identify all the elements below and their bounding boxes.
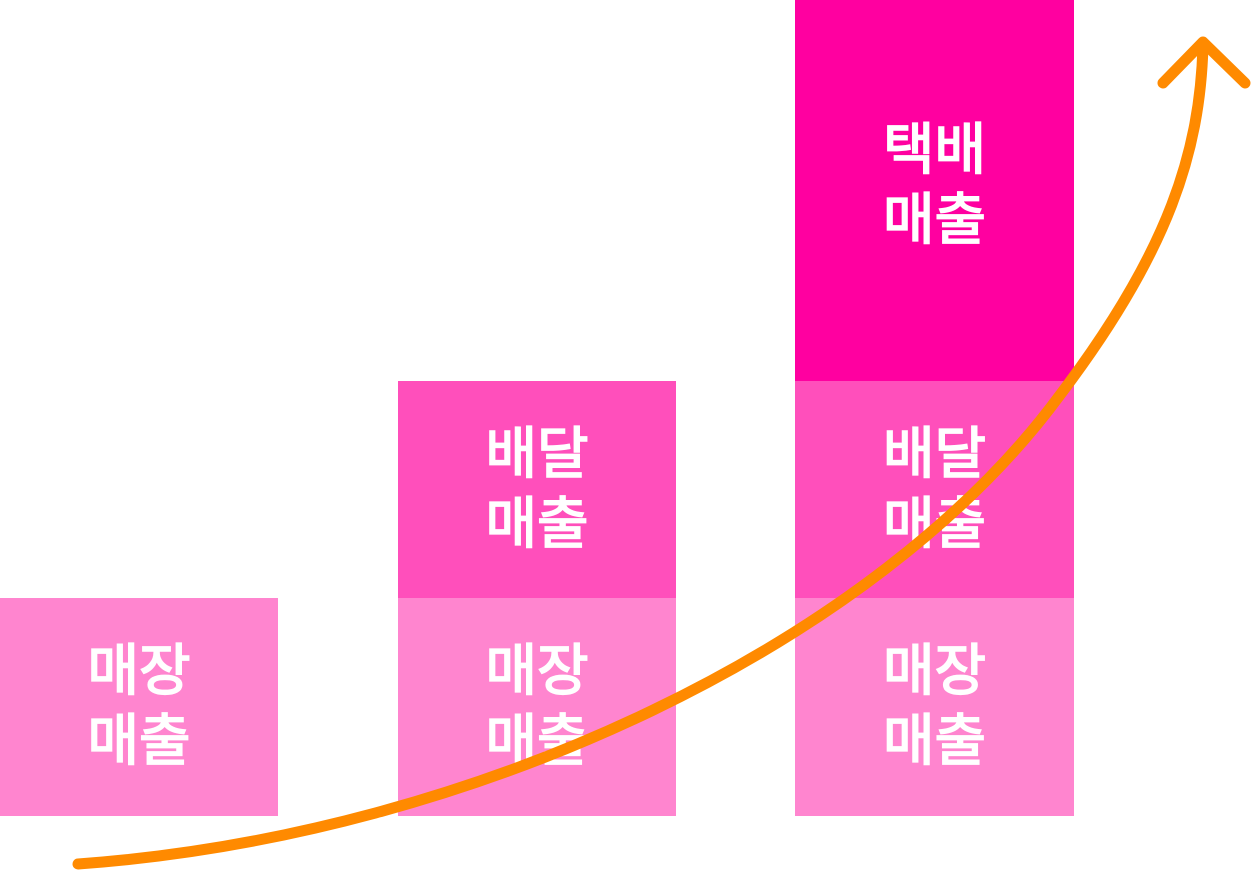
store-revenue-label: 매장 매출	[882, 639, 987, 774]
store-revenue-label: 매장 매출	[87, 639, 191, 774]
column-3-parcel-revenue-block: 택배 매출	[795, 0, 1074, 381]
column-1-store-revenue-block: 매장 매출	[0, 598, 278, 816]
column-2-store-revenue-block: 매장 매출	[398, 598, 676, 816]
growth-arrow-head	[1157, 36, 1251, 89]
column-3-store-revenue-block: 매장 매출	[795, 598, 1074, 816]
parcel-revenue-label: 택배 매출	[882, 117, 987, 253]
delivery-revenue-label: 배달 매출	[485, 421, 589, 557]
column-2-delivery-revenue-block: 배달 매출	[398, 381, 676, 598]
column-3-delivery-revenue-block: 배달 매출	[795, 381, 1074, 598]
delivery-revenue-label: 배달 매출	[882, 421, 987, 557]
store-revenue-label: 매장 매출	[485, 639, 589, 774]
